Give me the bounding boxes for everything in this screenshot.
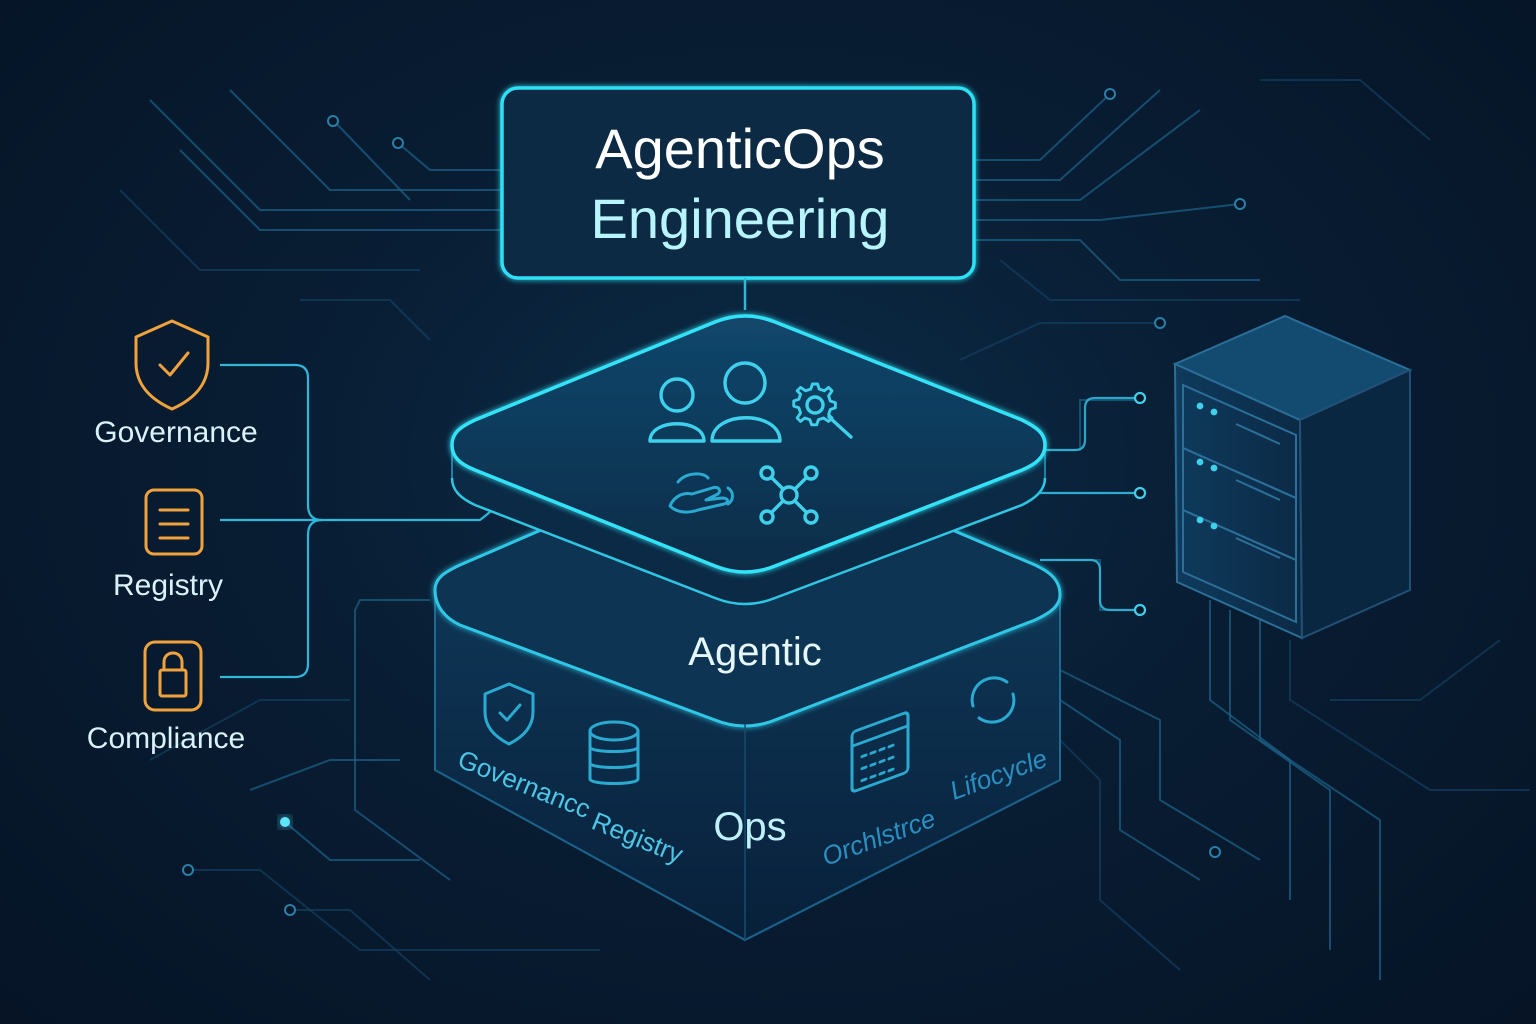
title-line-1: AgenticOps xyxy=(595,117,885,180)
left-connectors xyxy=(220,363,491,679)
padlock-icon xyxy=(143,640,203,712)
title-line-2: Engineering xyxy=(591,187,890,250)
title-box: AgenticOps Engineering xyxy=(500,86,976,280)
database-icon xyxy=(588,720,640,785)
hand-icon xyxy=(668,472,734,514)
server-unit-3 xyxy=(1182,508,1297,624)
right-connectors xyxy=(1040,391,1147,617)
users-icon xyxy=(648,361,782,443)
gear-wrench-icon xyxy=(792,382,853,439)
base-label-ops: Ops xyxy=(713,805,786,849)
left-item-registry-label: Registry xyxy=(113,569,223,602)
base-shield-icon xyxy=(483,682,535,746)
base-label-agentic: Agentic xyxy=(688,630,821,674)
left-item-governance-label: Governance xyxy=(94,416,257,449)
network-icon xyxy=(759,465,819,525)
left-item-compliance-label: Compliance xyxy=(87,722,245,755)
calendar-grid-icon xyxy=(850,711,910,793)
trace-nodes xyxy=(182,88,1246,916)
platform-top-layer xyxy=(450,314,1047,606)
left-panel: Governance Registry Compliance xyxy=(87,319,258,755)
shield-check-icon xyxy=(134,319,210,411)
refresh-cycle-icon xyxy=(970,676,1016,724)
circuit-traces xyxy=(119,79,1530,981)
server-rack xyxy=(1172,314,1413,640)
document-list-icon xyxy=(144,488,204,556)
